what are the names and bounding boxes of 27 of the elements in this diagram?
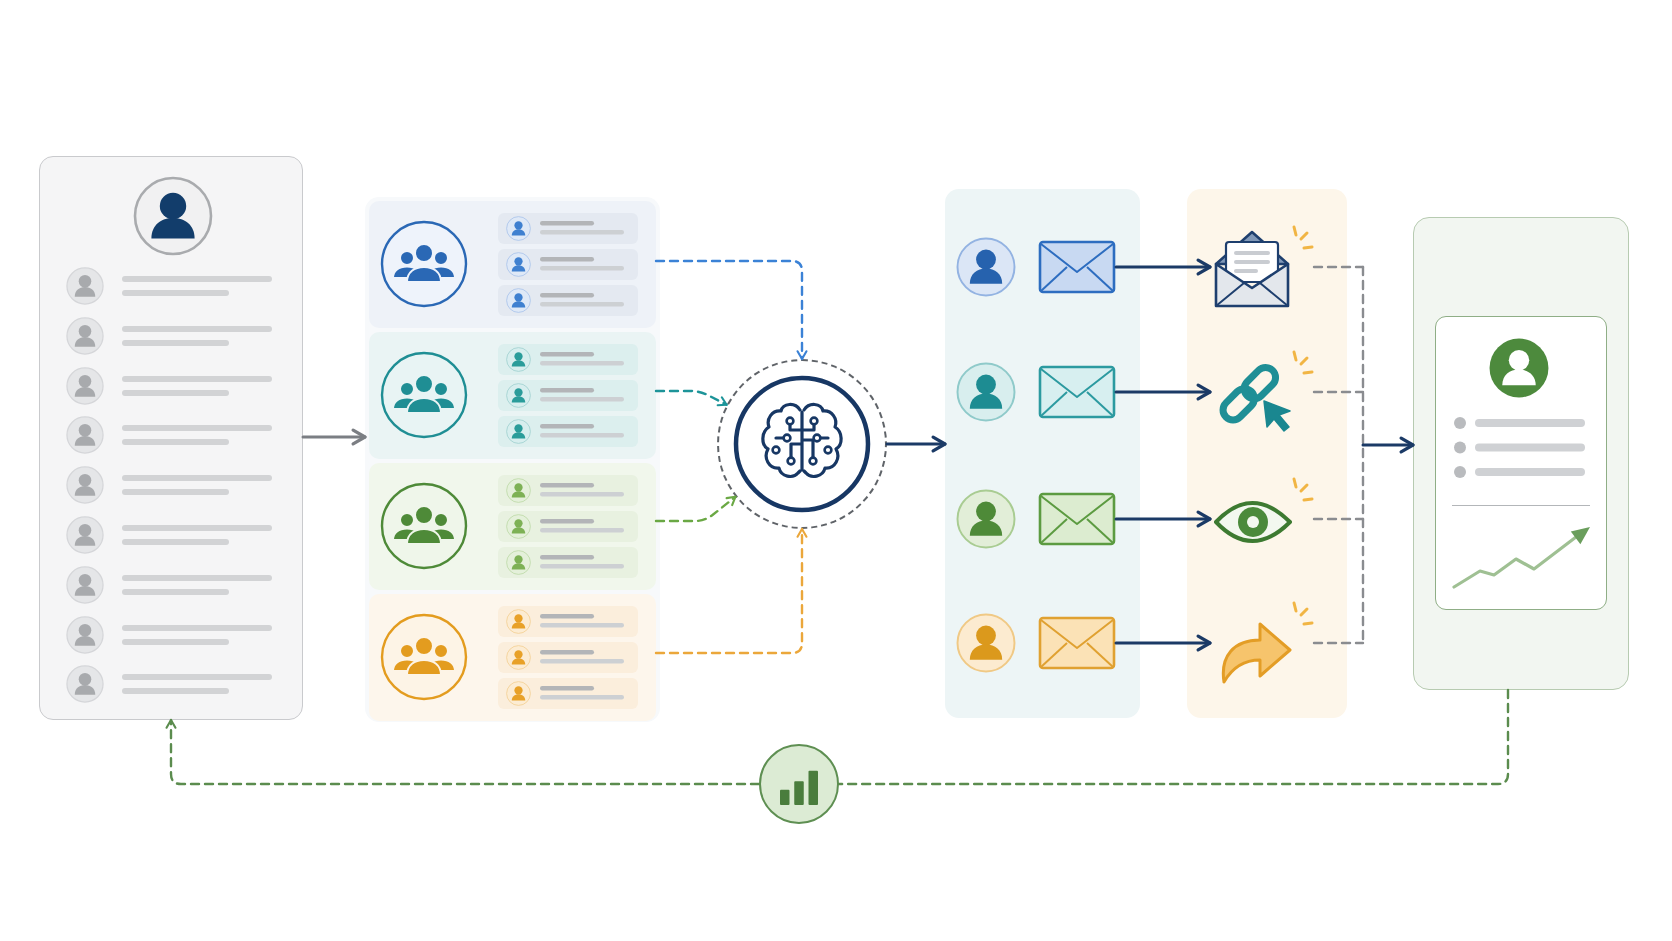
brain-hub-circle (717, 359, 887, 529)
envelope-icon (1038, 492, 1116, 546)
segment-band (369, 463, 656, 590)
envelope-icon (1038, 616, 1116, 670)
arrow (301, 428, 367, 446)
dashed-arrow (654, 259, 808, 361)
arrow (1114, 258, 1212, 276)
report-panel (1413, 217, 1629, 690)
arrow (1114, 383, 1212, 401)
envelope-icon (1038, 240, 1116, 294)
dashed-line (837, 688, 1510, 786)
engagement-panel (1187, 189, 1347, 718)
segment-band (369, 594, 656, 721)
dashed-arrow (654, 527, 808, 655)
email-panel (945, 189, 1140, 718)
dashed-arrow (165, 718, 761, 786)
segment-band (369, 332, 656, 459)
dashed-arrow (654, 389, 728, 407)
arrow (1114, 634, 1212, 652)
arrow (1114, 510, 1212, 528)
arrow (885, 435, 947, 453)
dashed-line (1312, 641, 1365, 645)
contact-list-panel (39, 156, 303, 720)
envelope-icon (1038, 365, 1116, 419)
segments-panel (365, 197, 660, 722)
segment-band (369, 201, 656, 328)
dashed-arrow (654, 495, 737, 523)
